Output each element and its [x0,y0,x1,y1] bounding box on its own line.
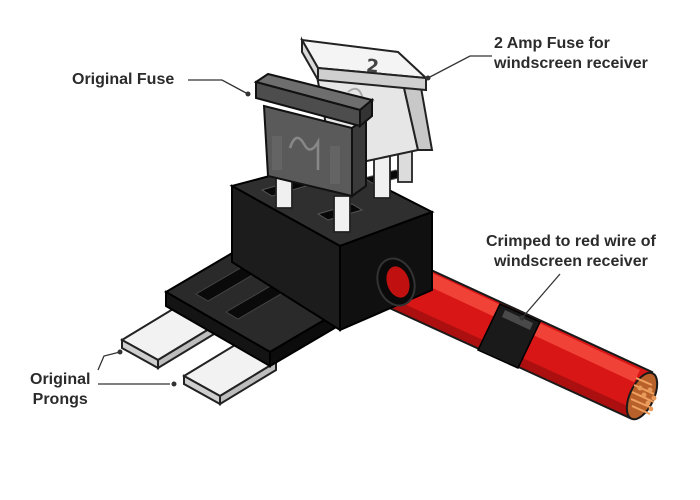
label-crimped-wire-line2: windscreen receiver [493,253,648,270]
label-original-prongs: Original Prongs [30,370,90,410]
label-crimped-wire: Crimped to red wire of windscreen receiv… [486,232,656,272]
fuse-rating-marking: 2 [365,55,380,77]
leader-crimped-wire [521,273,561,319]
label-original-prongs-line2: Prongs [32,391,88,408]
label-original-prongs-line1: Original [30,371,91,388]
red-wire [370,250,659,421]
leader-2-amp-fuse [427,55,492,79]
label-crimped-wire-line1: Crimped to red wire of [486,233,656,250]
leader-prong-top [97,351,121,371]
label-2-amp-fuse: 2 Amp Fuse for windscreen receiver [494,34,648,74]
label-original-fuse: Original Fuse [72,71,175,88]
label-2-amp-fuse-line2: windscreen receiver [494,55,648,72]
original-fuse [253,72,375,233]
leader-original-fuse [188,79,249,95]
callout-lines [97,55,561,387]
label-2-amp-fuse-line1: 2 Amp Fuse for [494,35,610,52]
